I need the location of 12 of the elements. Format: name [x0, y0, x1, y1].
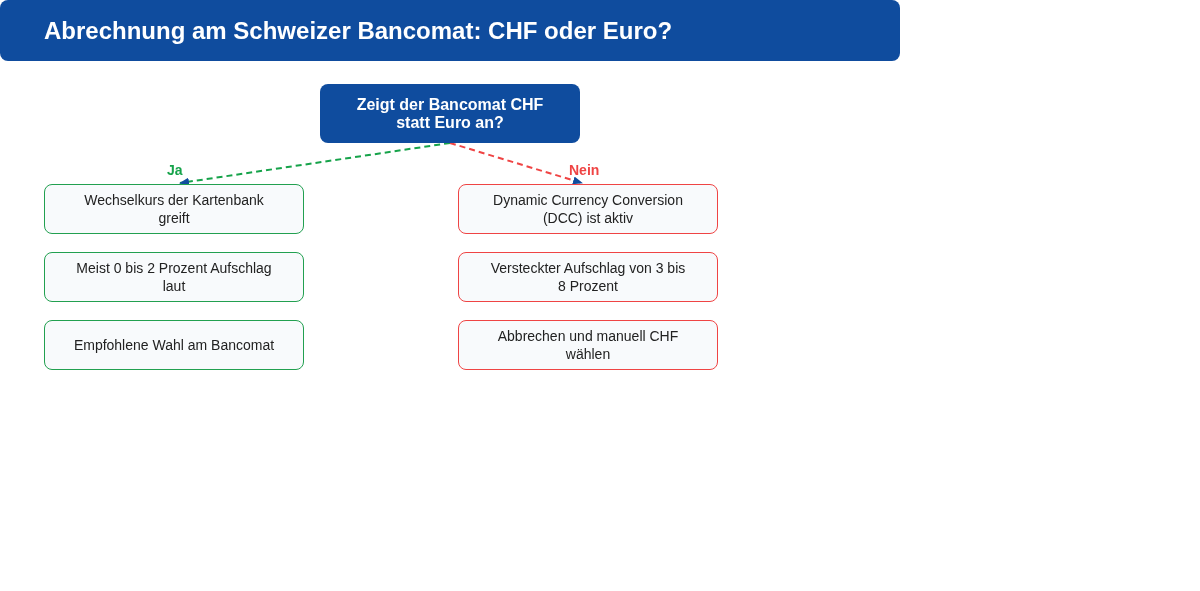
edge-label: Ja: [166, 163, 184, 177]
title-banner: Abrechnung am Schweizer Bancomat: CHF oder Euro?: [0, 0, 900, 61]
process-box: Versteckter Aufschlag von 3 bis 8 Prozent: [458, 252, 718, 302]
process-box: Dynamic Currency Conversion (DCC) ist aktiv: [458, 184, 718, 234]
process-box: Empfohlene Wahl am Bancomat: [44, 320, 304, 370]
arrow: [179, 142, 451, 186]
process-box: Abbrechen und manuell CHF wählen: [458, 320, 718, 370]
process-box: Meist 0 bis 2 Prozent Aufschlag laut: [44, 252, 304, 302]
edge-label: Nein: [568, 163, 601, 177]
arrow: [449, 142, 583, 185]
decision-box: Zeigt der Bancomat CHF statt Euro an?: [320, 84, 580, 143]
process-box: Wechselkurs der Kartenbank greift: [44, 184, 304, 234]
